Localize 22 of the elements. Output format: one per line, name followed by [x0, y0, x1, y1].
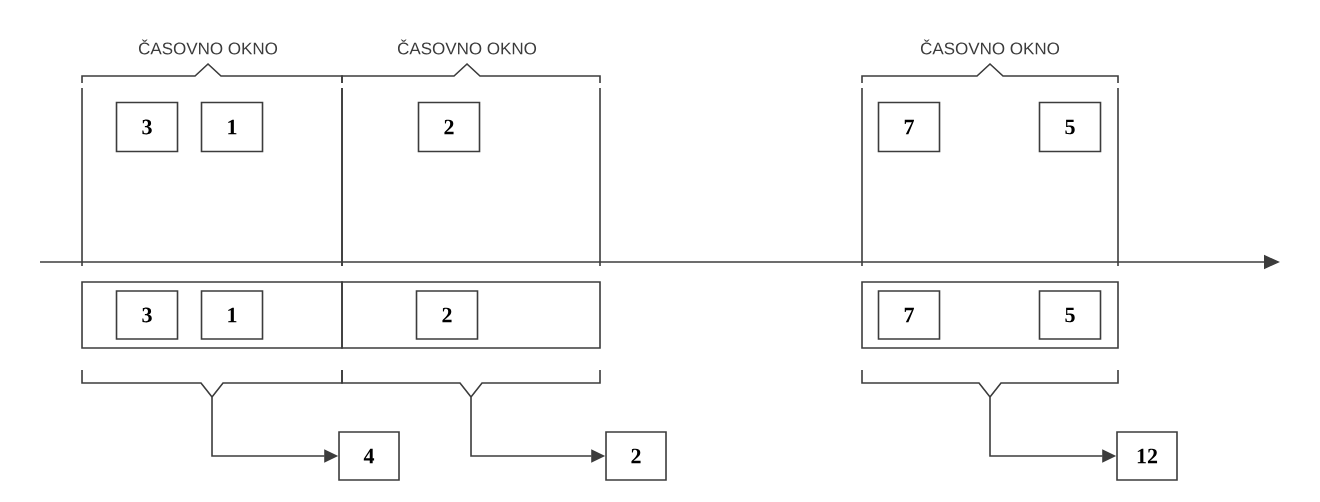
- bracket: [861, 369, 1119, 399]
- bar-cell: [341, 281, 601, 349]
- number-box: 5: [1038, 101, 1102, 153]
- bar-cell: [81, 281, 343, 349]
- window-label: ČASOVNO OKNO: [920, 39, 1060, 55]
- number-box: 4: [338, 431, 400, 481]
- bracket: [341, 369, 601, 399]
- number-box: 2: [415, 290, 479, 340]
- window-label: ČASOVNO OKNO: [397, 39, 537, 55]
- number-box: 1: [200, 290, 264, 340]
- bar-cell: [861, 281, 1119, 349]
- number-box: 2: [605, 431, 667, 481]
- number-box: 2: [417, 101, 481, 153]
- number-box: 12: [1116, 431, 1178, 481]
- number-box: 7: [877, 290, 941, 340]
- bracket: [81, 369, 343, 399]
- number-box: 3: [115, 101, 179, 153]
- number-box: 5: [1038, 290, 1102, 340]
- window-label: ČASOVNO OKNO: [138, 39, 278, 55]
- number-box: 3: [115, 290, 179, 340]
- number-box: 7: [877, 101, 941, 153]
- number-box: 1: [200, 101, 264, 153]
